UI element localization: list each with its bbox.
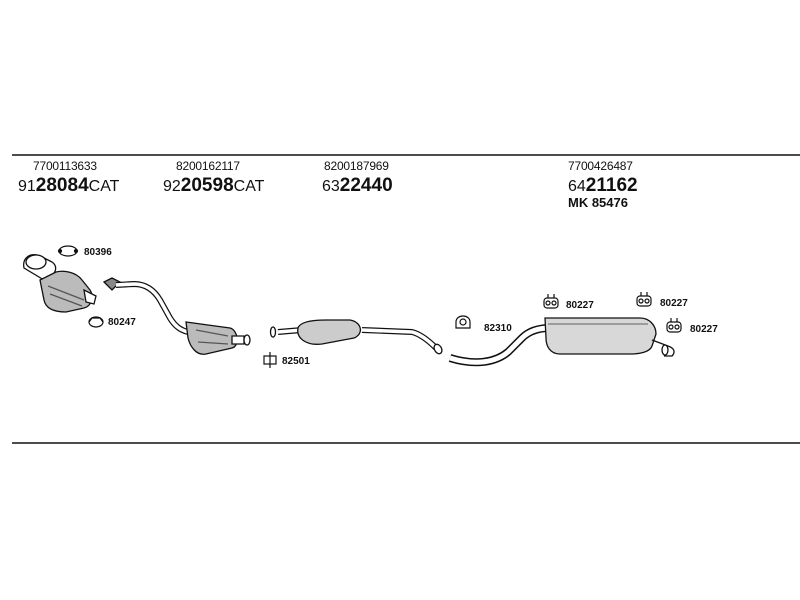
rear-silencer-part <box>448 317 675 367</box>
clamp-icon-82501 <box>263 352 277 368</box>
mounting-kit-number: MK 85476 <box>568 195 628 210</box>
ref-80227-a: 80227 <box>566 300 594 311</box>
part-number-3: 6322440 <box>322 175 393 196</box>
center-catalyst-part <box>102 277 251 355</box>
oe-number-4: 7700426487 <box>568 159 633 173</box>
middle-silencer-part <box>269 319 443 355</box>
rubber-hanger-icon-80227b <box>636 292 652 307</box>
ref-80227-c: 80227 <box>690 324 718 335</box>
clamp-icon-82310 <box>455 315 471 329</box>
front-catalyst-part <box>23 254 97 313</box>
gasket-icon-80247 <box>88 316 104 328</box>
ref-82501: 82501 <box>282 356 310 367</box>
ref-80247: 80247 <box>108 317 136 328</box>
part-number-2: 9220598CAT <box>163 175 265 196</box>
gasket-icon-80396 <box>57 245 79 257</box>
rubber-hanger-icon-80227a <box>543 294 559 309</box>
part-number-1: 9128084CAT <box>18 175 120 196</box>
rubber-hanger-icon-80227c <box>666 318 682 333</box>
oe-number-1: 7700113633 <box>33 159 97 173</box>
ref-80396: 80396 <box>84 247 112 258</box>
part-number-4: 6421162 <box>568 175 638 196</box>
oe-number-3: 8200187969 <box>324 159 389 173</box>
oe-number-2: 8200162117 <box>176 159 240 173</box>
ref-80227-b: 80227 <box>660 298 688 309</box>
ref-82310: 82310 <box>484 323 512 334</box>
